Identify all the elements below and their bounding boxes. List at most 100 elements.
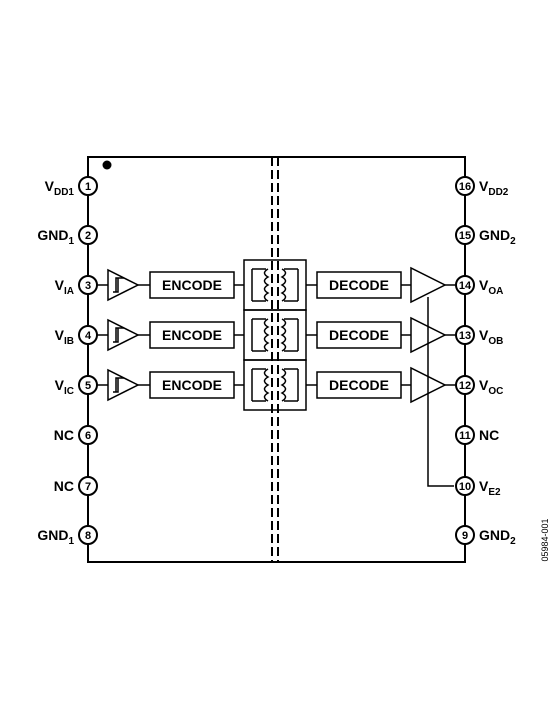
pin-2-circle bbox=[78, 225, 98, 245]
secondary-coil-icon bbox=[280, 318, 287, 352]
pin-15-circle bbox=[455, 225, 475, 245]
hysteresis-icon bbox=[113, 327, 124, 343]
decode-label: DECODE bbox=[329, 277, 389, 293]
pin-label-name: NC bbox=[479, 427, 499, 443]
pin-label-name: NC bbox=[54, 427, 74, 443]
hysteresis-icon bbox=[113, 377, 124, 393]
pin-label-name: V bbox=[479, 277, 489, 293]
pin-11-number: 11 bbox=[459, 430, 471, 442]
pin-label-name: V bbox=[479, 178, 489, 194]
pin-label-name: V bbox=[55, 377, 65, 393]
pin-label-vdd1-1: VDD1 bbox=[45, 178, 75, 198]
pin-label-subscript: IB bbox=[64, 336, 74, 347]
enable-line-ve2 bbox=[427, 297, 454, 487]
pin-3-number: 3 bbox=[85, 280, 91, 292]
pin-label-vib-4: VIB bbox=[55, 327, 74, 347]
pin-label-subscript: IA bbox=[64, 286, 74, 297]
pin-label-vic-5: VIC bbox=[55, 377, 74, 397]
primary-coil-icon bbox=[263, 368, 270, 402]
schmitt-buffer-icon bbox=[107, 268, 140, 302]
schmitt-buffer-icon bbox=[107, 368, 140, 402]
pin-label-subscript: OB bbox=[488, 336, 503, 347]
pin-label-subscript: 2 bbox=[510, 536, 516, 547]
transformer-block bbox=[243, 259, 307, 311]
encode-label: ENCODE bbox=[162, 327, 222, 343]
pin-label-name: V bbox=[55, 327, 65, 343]
pin-label-subscript: 1 bbox=[68, 236, 74, 247]
pin-label-nc-7: NC bbox=[54, 478, 74, 494]
pin-12-number: 12 bbox=[459, 380, 471, 392]
pin-label-gnd2-15: GND2 bbox=[479, 227, 516, 247]
pin-label-vob-13: VOB bbox=[479, 327, 503, 347]
pin-1-number: 1 bbox=[85, 181, 91, 193]
transformer-block bbox=[243, 359, 307, 411]
channel-3: ENCODE DECODE bbox=[97, 359, 456, 411]
schmitt-buffer-icon bbox=[107, 318, 140, 352]
encode-label: ENCODE bbox=[162, 277, 222, 293]
pin-2-number: 2 bbox=[85, 230, 91, 242]
pin-9-number: 9 bbox=[462, 530, 468, 542]
transformer-block bbox=[243, 309, 307, 361]
pin-4-number: 4 bbox=[85, 330, 92, 342]
decode-label: DECODE bbox=[329, 327, 389, 343]
pin-label-subscript: DD2 bbox=[488, 187, 508, 198]
pin-7-circle bbox=[78, 476, 98, 496]
pin-label-name: V bbox=[55, 277, 65, 293]
pin-label-nc-11: NC bbox=[479, 427, 499, 443]
pin-8-circle bbox=[78, 525, 98, 545]
pin-label-subscript: IC bbox=[64, 386, 74, 397]
pin-label-name: NC bbox=[54, 478, 74, 494]
pin-label-name: GND bbox=[37, 527, 68, 543]
figure-id: 05984-001 bbox=[540, 518, 550, 561]
pin-label-via-3: VIA bbox=[55, 277, 74, 297]
pin-label-ve2-10: VE2 bbox=[479, 478, 501, 498]
pin-16-number: 16 bbox=[459, 181, 471, 193]
pin-15-number: 15 bbox=[459, 230, 471, 242]
secondary-coil-icon bbox=[280, 368, 287, 402]
pin-label-subscript: DD1 bbox=[54, 187, 74, 198]
channel-2: ENCODE DECODE bbox=[97, 309, 456, 361]
output-buffer-icon bbox=[410, 266, 447, 304]
pin-label-nc-6: NC bbox=[54, 427, 74, 443]
pin-7-number: 7 bbox=[85, 481, 91, 493]
pin-label-gnd1-2: GND1 bbox=[37, 227, 74, 247]
encode-label: ENCODE bbox=[162, 377, 222, 393]
pin-label-subscript: 1 bbox=[68, 536, 74, 547]
pin-label-subscript: OA bbox=[488, 286, 503, 297]
hysteresis-icon bbox=[113, 277, 124, 293]
pin-label-gnd2-9: GND2 bbox=[479, 527, 516, 547]
pin-label-subscript: 2 bbox=[510, 236, 516, 247]
pin-label-name: GND bbox=[479, 227, 510, 243]
pin-label-name: V bbox=[45, 178, 55, 194]
pin-label-name: GND bbox=[37, 227, 68, 243]
pin-8-number: 8 bbox=[85, 530, 91, 542]
pin-label-name: V bbox=[479, 377, 489, 393]
pin-1-circle bbox=[78, 176, 98, 196]
pin-label-voc-12: VOC bbox=[479, 377, 503, 397]
primary-coil-icon bbox=[263, 268, 270, 302]
pin-label-name: GND bbox=[479, 527, 510, 543]
pin-13-number: 13 bbox=[459, 330, 471, 342]
pin-9-circle bbox=[455, 525, 475, 545]
pin-6-circle bbox=[78, 425, 98, 445]
pin-11-circle bbox=[455, 425, 475, 445]
pin-label-gnd1-8: GND1 bbox=[37, 527, 74, 547]
decode-label: DECODE bbox=[329, 377, 389, 393]
pin-label-voa-14: VOA bbox=[479, 277, 503, 297]
pin-5-number: 5 bbox=[85, 380, 91, 392]
pin-label-subscript: OC bbox=[488, 386, 503, 397]
pin-label-vdd2-16: VDD2 bbox=[479, 178, 509, 198]
pin-16-circle bbox=[455, 176, 475, 196]
pin-label-subscript: E2 bbox=[488, 487, 501, 498]
secondary-coil-icon bbox=[280, 268, 287, 302]
pin-label-name: V bbox=[479, 327, 489, 343]
package-outline bbox=[87, 156, 466, 563]
pin-label-name: V bbox=[479, 478, 489, 494]
pin1-indicator-dot bbox=[102, 160, 112, 170]
pin-14-number: 14 bbox=[459, 280, 472, 292]
channel-1: ENCODE DECODE bbox=[97, 259, 456, 311]
pin-6-number: 6 bbox=[85, 430, 91, 442]
primary-coil-icon bbox=[263, 318, 270, 352]
pin-10-circle bbox=[455, 476, 475, 496]
